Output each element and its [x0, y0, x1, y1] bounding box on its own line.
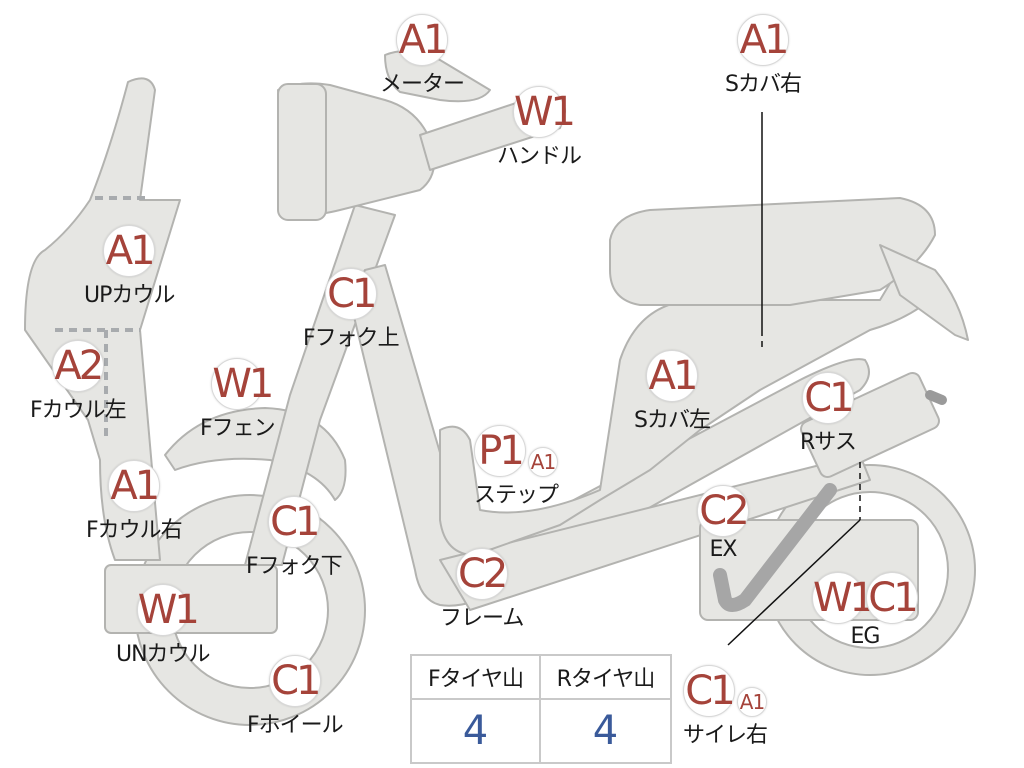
marker-frame[interactable]: C2 フレーム — [440, 548, 524, 632]
rating-badge: C1 — [683, 665, 736, 717]
front-tire-header: Fタイヤ山 — [412, 656, 541, 700]
rating-badge: C2 — [455, 548, 508, 600]
rating-badge-small: A1 — [528, 447, 558, 477]
rating-badge: W1 — [812, 572, 875, 624]
marker-handle[interactable]: W1 ハンドル — [497, 86, 582, 170]
rating-badge: C1 — [324, 268, 378, 320]
part-label: Fホイール — [247, 713, 344, 738]
marker-s-cover-left[interactable]: A1 Sカバ左 — [634, 350, 711, 434]
marker-up-cowl[interactable]: A1 UPカウル — [84, 225, 175, 309]
part-label: Sカバ左 — [634, 408, 711, 433]
rating-badge-small: A1 — [737, 687, 767, 717]
marker-s-cover-right[interactable]: A1 Sカバ右 — [725, 14, 802, 98]
part-label: Rサス — [800, 430, 857, 455]
part-label: Sカバ右 — [725, 72, 802, 97]
rating-badge: A1 — [736, 14, 789, 66]
marker-f-fender[interactable]: W1 Fフェン — [200, 358, 276, 442]
part-label: Fフォク上 — [303, 326, 400, 351]
rating-badge: C1 — [866, 572, 919, 624]
seat — [609, 197, 936, 306]
part-label: EX — [709, 537, 738, 562]
rating-badge: A1 — [107, 460, 160, 512]
rating-badge: A1 — [396, 14, 448, 66]
front-tire-value: 4 — [412, 700, 541, 762]
part-label: UNカウル — [116, 642, 211, 667]
part-label: EG — [850, 624, 881, 649]
main-frame — [349, 264, 870, 607]
part-label: フレーム — [440, 606, 524, 631]
rating-badge: W1 — [211, 358, 274, 410]
part-label: Fカウル左 — [30, 398, 127, 423]
rear-tail — [879, 244, 969, 341]
part-label: Fカウル右 — [86, 518, 183, 543]
rating-badge: C1 — [801, 372, 855, 424]
marker-un-cowl[interactable]: W1 UNカウル — [116, 584, 211, 668]
rear-shock-rod — [925, 390, 947, 405]
part-label: ステップ — [474, 483, 559, 508]
marker-r-sus[interactable]: C1 Rサス — [800, 372, 857, 456]
part-label: Fフォク下 — [246, 554, 343, 579]
rating-badge: C1 — [267, 496, 321, 548]
marker-ex[interactable]: C2 EX — [697, 485, 750, 562]
marker-f-cowl-left[interactable]: A2 Fカウル左 — [30, 340, 127, 424]
marker-f-fork-lower[interactable]: C1 Fフォク下 — [246, 496, 343, 580]
rating-badge: W1 — [136, 584, 200, 636]
marker-meter[interactable]: A1 メーター — [380, 14, 465, 98]
marker-silencer-right[interactable]: C1 A1 サイレ右 — [683, 665, 768, 749]
rating-badge: A2 — [51, 340, 104, 392]
part-label: サイレ右 — [683, 723, 768, 748]
tire-tread-table: Fタイヤ山 Rタイヤ山 4 4 — [410, 654, 672, 764]
rating-badge: P1 — [474, 425, 526, 477]
marker-f-wheel[interactable]: C1 Fホイール — [247, 655, 344, 739]
part-label: Fフェン — [200, 416, 276, 441]
part-label: ハンドル — [497, 144, 582, 169]
marker-eg[interactable]: W1 C1 EG — [812, 572, 919, 649]
marker-f-fork-upper[interactable]: C1 Fフォク上 — [303, 268, 400, 352]
rear-tire-header: Rタイヤ山 — [541, 656, 670, 700]
rating-badge: C1 — [268, 655, 322, 707]
rear-tire-value: 4 — [592, 708, 619, 754]
leader-silencer — [727, 519, 861, 646]
rating-badge: C2 — [697, 485, 750, 537]
rating-badge: W1 — [513, 86, 576, 138]
cowl-divider-lower — [55, 328, 140, 440]
marker-step[interactable]: P1 A1 ステップ — [474, 425, 559, 509]
headlight — [277, 83, 327, 221]
rating-badge: A1 — [645, 350, 698, 402]
part-label: メーター — [380, 72, 465, 97]
front-cowl — [24, 77, 181, 561]
rating-badge: A1 — [103, 225, 156, 277]
exhaust-pipe — [713, 483, 837, 612]
marker-f-cowl-right[interactable]: A1 Fカウル右 — [86, 460, 183, 544]
part-label: UPカウル — [84, 283, 175, 308]
